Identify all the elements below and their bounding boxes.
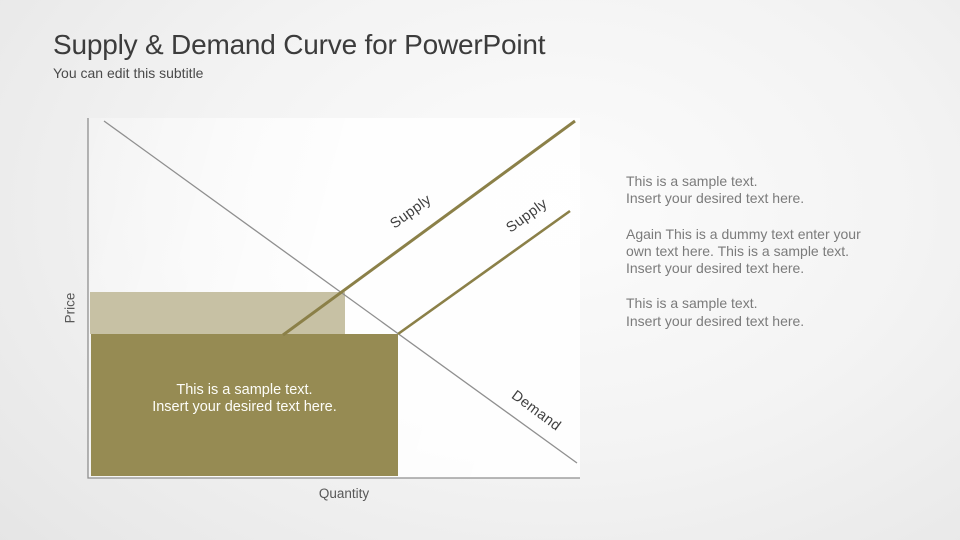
side-text-paragraph-2: Again This is a dummy text enter your ow… xyxy=(626,225,861,277)
slide-subtitle: You can edit this subtitle xyxy=(53,64,204,81)
highlight-box-light xyxy=(90,292,345,334)
slide-header: Supply & Demand Curve for PowerPoint You… xyxy=(53,28,546,81)
highlight-box-dark: This is a sample text. Insert your desir… xyxy=(91,334,398,476)
x-axis-label: Quantity xyxy=(318,486,370,501)
slide-title: Supply & Demand Curve for PowerPoint xyxy=(53,29,546,60)
side-text-paragraph-3: This is a sample text. Insert your desir… xyxy=(626,295,805,329)
highlight-box-text: This is a sample text. Insert your desir… xyxy=(152,382,337,415)
side-text-block: This is a sample text. Insert your desir… xyxy=(626,173,898,348)
side-text-paragraph-1: This is a sample text. Insert your desir… xyxy=(626,173,805,207)
y-axis-label: Price xyxy=(62,292,78,324)
